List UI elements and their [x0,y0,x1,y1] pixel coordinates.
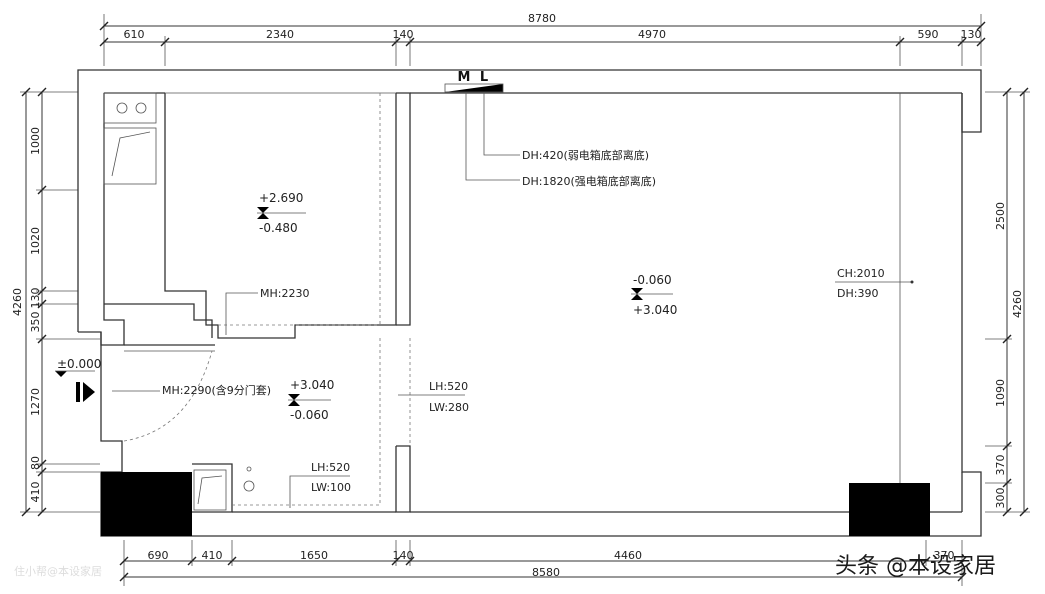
bottom-dimension-chain: 690 410 1650 140 4460 370 8580 [119,540,967,586]
elevation-marker-room-a: +2.690 -0.480 [257,191,306,235]
dim-left-seg: 80 [29,456,42,470]
dashed-guides [123,93,411,506]
dim-top-seg: 590 [918,28,939,41]
annotation-dh1820: DH:1820(强电箱底部离底) [522,174,656,188]
dim-left-seg: 1020 [29,227,42,255]
elevation-marker-entry: ±0.000 [55,357,101,377]
elevation-marker-corridor: +3.040 -0.060 [288,378,334,422]
annotation-dh390: DH:390 [837,287,878,300]
dim-left-seg: 130 [29,288,42,309]
dim-top-total: 8780 [528,12,556,25]
dim-bottom-seg: 410 [202,549,223,562]
leader-dh420 [483,92,520,156]
leader-lh520-b [289,475,350,508]
annotation-lh520-b: LH:520 [311,461,350,474]
panel-label-m: M [458,70,471,85]
walls [77,69,982,537]
leader-mh2230 [225,292,258,335]
annotation-dh420: DH:420(弱电箱底部离底) [522,148,649,162]
right-dimension-chain: 2500 1090 370 300 4260 [985,87,1030,517]
elevation-room-b-bottom: +3.040 [633,303,677,317]
drain-icon [243,480,255,492]
left-dimension-chain: 4260 1000 1020 130 350 1270 80 410 [11,87,100,517]
annotation-ch2010: CH:2010 [837,267,885,280]
column-block-right [849,483,930,536]
panel-label-l: L [480,70,488,85]
elevation-room-a-top: +2.690 [259,191,303,205]
dim-bottom-seg: 690 [148,549,169,562]
top-dimension-chain: 8780 610 2340 140 4970 590 130 [99,12,986,66]
sink [103,127,157,185]
dim-top-seg: 2340 [266,28,294,41]
dim-top-seg: 140 [393,28,414,41]
annotation-lh520-a: LH:520 [429,380,468,393]
dim-bottom-total: 8580 [532,566,560,579]
dim-bottom-seg: 370 [934,549,955,562]
dim-right-seg: 300 [994,488,1007,509]
column-block-left [101,472,192,536]
elevation-corridor-top: +3.040 [290,378,334,392]
dim-top-seg: 130 [961,28,982,41]
dim-bottom-seg: 4460 [614,549,642,562]
elevation-room-b-top: -0.060 [633,273,672,287]
dim-left-seg: 350 [29,312,42,333]
annotation-lw280: LW:280 [429,401,469,414]
elevation-corridor-bottom: -0.060 [290,408,329,422]
dim-right-total: 4260 [1011,290,1024,318]
dim-left-seg: 1000 [29,127,42,155]
annotation-mh2290: MH:2290(含9分门套) [162,383,271,397]
dim-left-total: 4260 [11,288,24,316]
elevation-room-a-bottom: -0.480 [259,221,298,235]
dim-right-seg: 1090 [994,379,1007,407]
entry-arrow-icon [76,382,95,402]
watermark-small: 住小帮@本设家居 [14,564,102,578]
elevation-entry: ±0.000 [57,357,101,371]
door-swing-arc [123,350,213,442]
dim-left-seg: 410 [29,482,42,503]
elevation-marker-room-b: -0.060 +3.040 [631,273,677,317]
dim-bottom-seg: 140 [393,549,414,562]
leader-dh1820 [465,92,520,181]
annotation-lw100: LW:100 [311,481,351,494]
stove [103,92,157,124]
watermark-main: 头条 @本设家居 [835,554,996,579]
dim-bottom-seg: 1650 [300,549,328,562]
dim-left-seg: 1270 [29,388,42,416]
annotation-mh2230: MH:2230 [260,287,309,300]
drain-dot-icon [246,466,252,472]
dim-right-seg: 2500 [994,202,1007,230]
small-cabinet [193,469,227,511]
dim-top-seg: 4970 [638,28,666,41]
dim-right-seg: 370 [994,455,1007,476]
electrical-panel: M L [444,70,504,93]
dim-top-seg: 610 [124,28,145,41]
